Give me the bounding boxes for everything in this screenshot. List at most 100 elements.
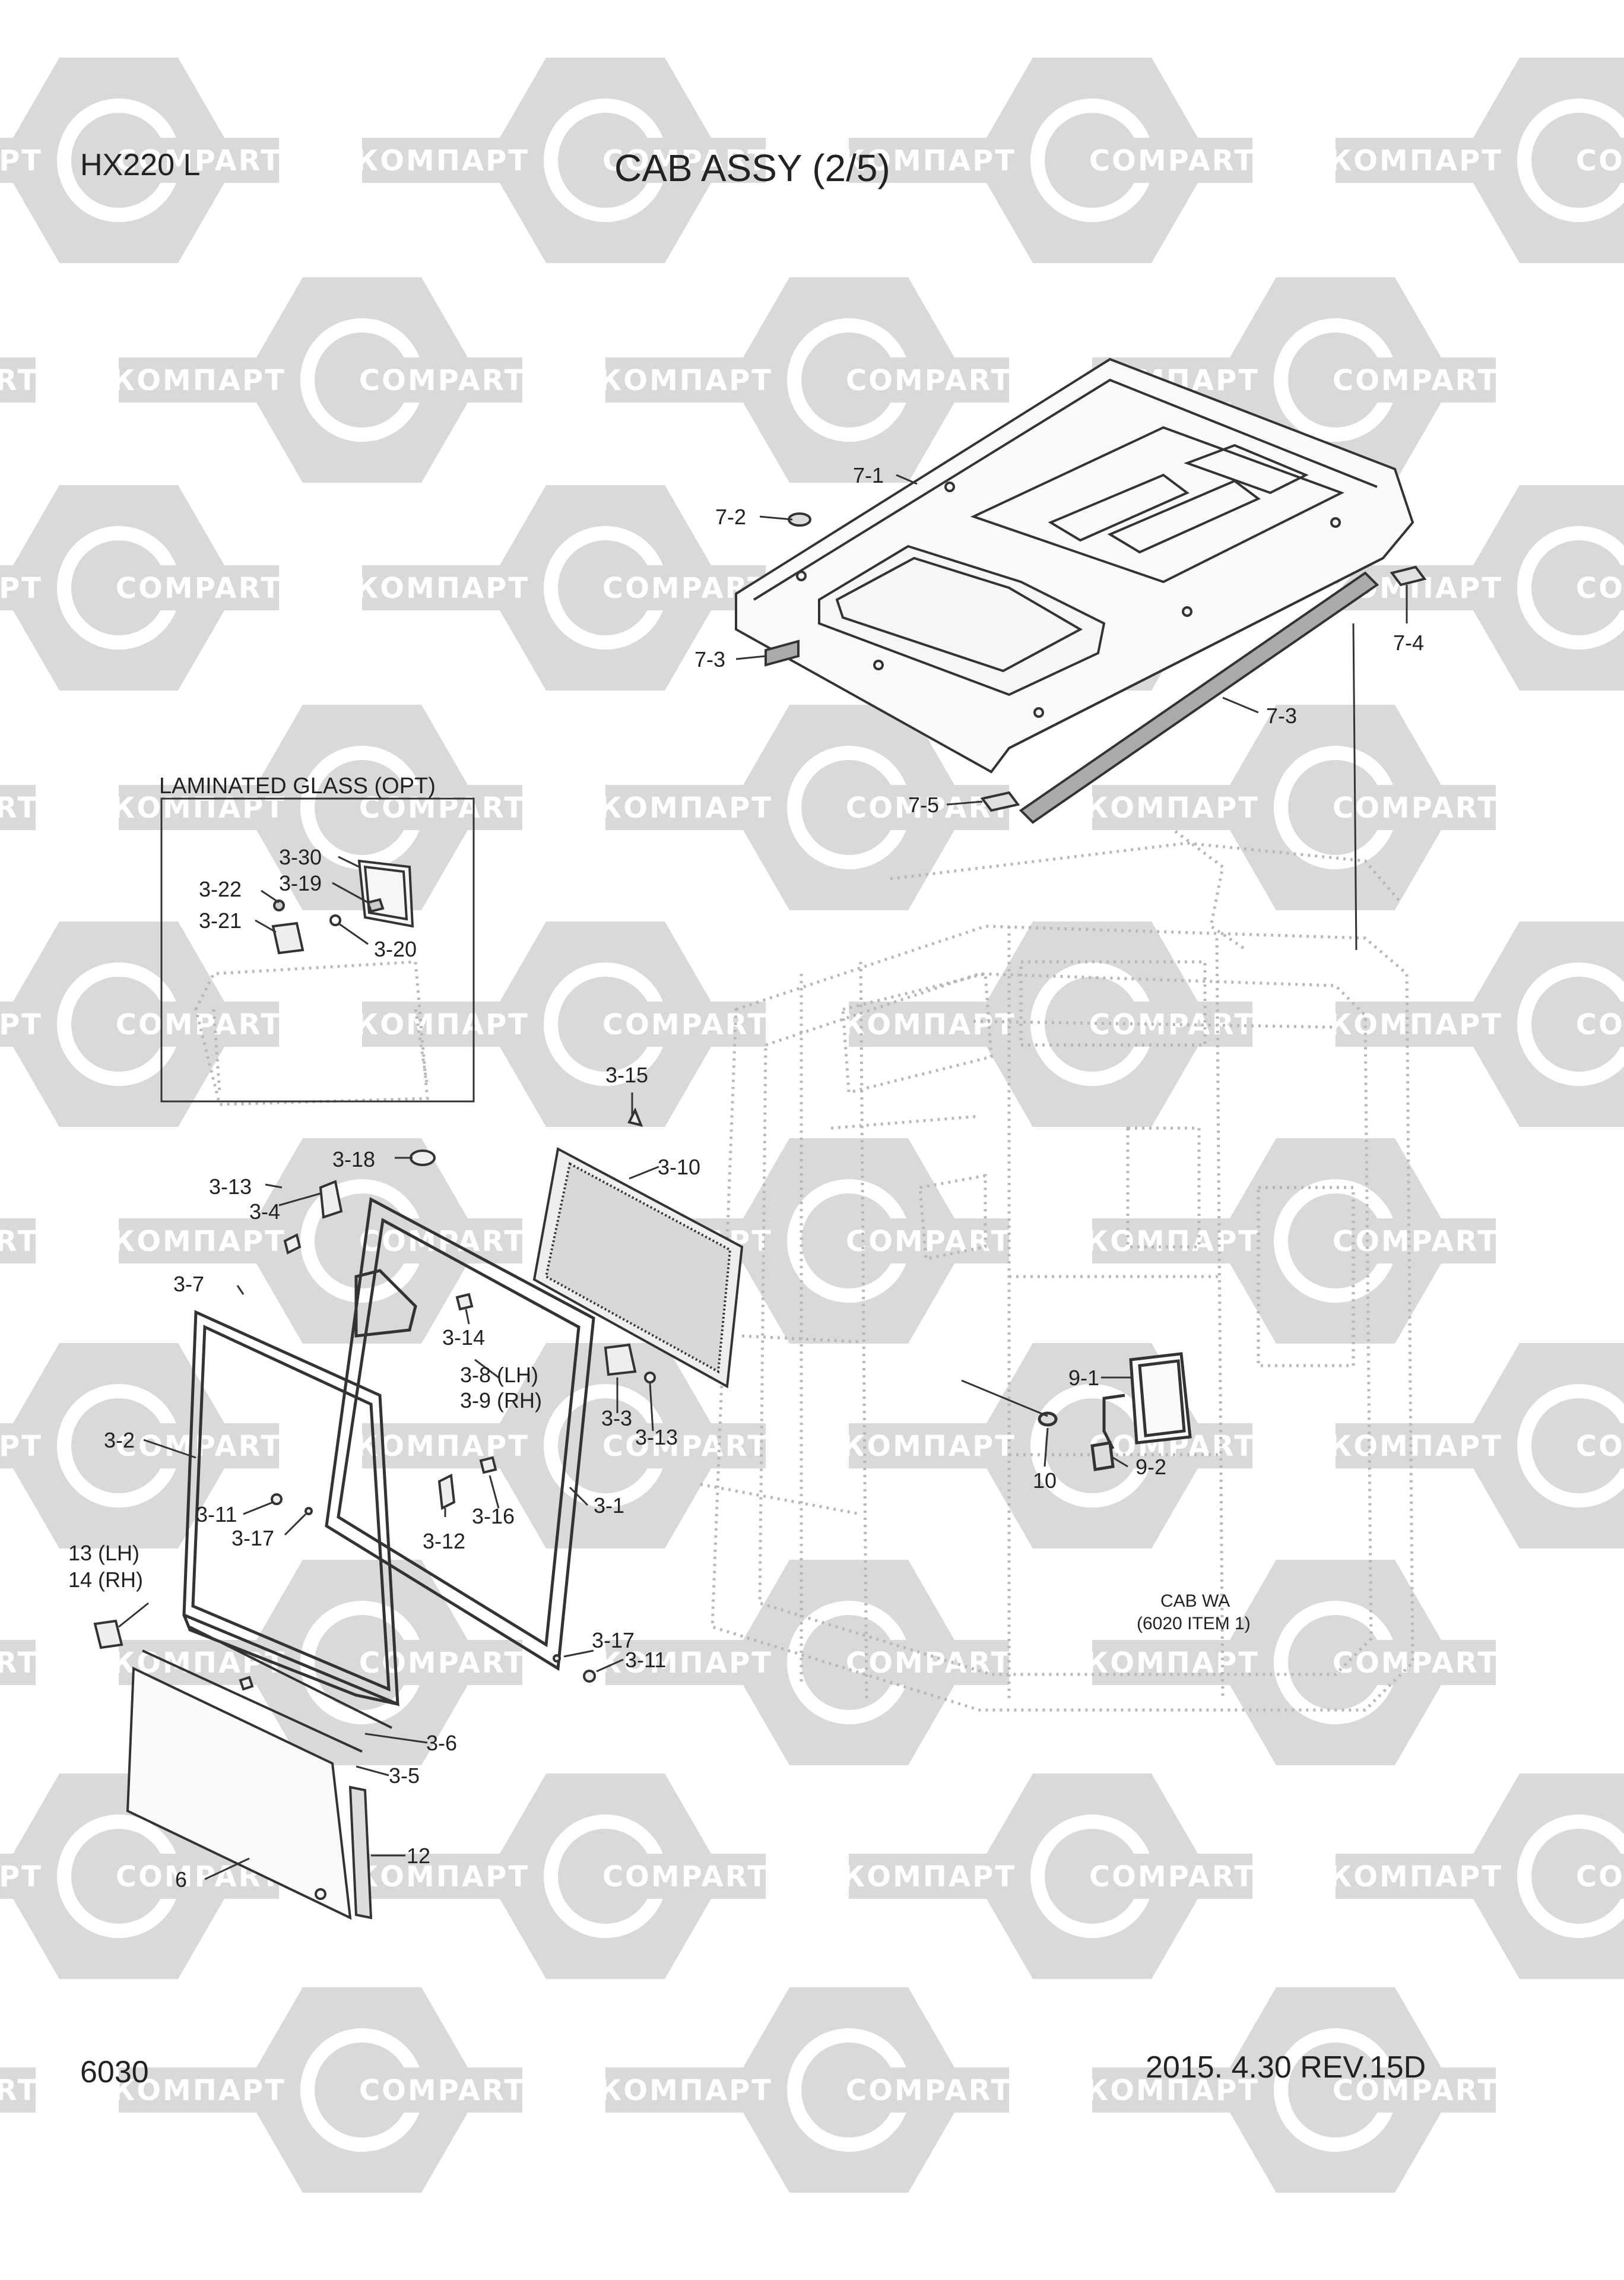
watermark-text-cyrillic: КОМПАРТ xyxy=(0,144,43,178)
watermark-text-latin: COMPART xyxy=(359,364,525,397)
callout-3-22: 3-22 xyxy=(199,877,242,901)
watermark-text-latin: COMPART xyxy=(0,364,39,397)
watermark-text-cyrillic: КОМПАРТ xyxy=(598,2074,773,2107)
callout-3-10: 3-10 xyxy=(658,1155,701,1179)
watermark-text-latin: COMPART xyxy=(0,1225,39,1258)
inset-box xyxy=(160,797,475,1103)
watermark-text-latin: COMPART xyxy=(1333,1646,1499,1680)
callout-3-17-lower: 3-17 xyxy=(592,1628,635,1652)
callout-3-7: 3-7 xyxy=(173,1272,205,1296)
watermark-text-latin: COMPART xyxy=(846,364,1012,397)
watermark-text-cyrillic: КОМПАРТ xyxy=(355,1008,529,1041)
callout-3-13-lower: 3-13 xyxy=(635,1425,678,1449)
watermark-text-latin: COMPART xyxy=(846,1646,1012,1680)
watermark-text-latin: COMPART xyxy=(0,1646,39,1680)
hardware-parts xyxy=(93,1107,656,1691)
watermark-text-cyrillic: КОМПАРТ xyxy=(355,144,529,178)
cab-frame-phantom xyxy=(194,830,1414,1712)
watermark-text-latin: COMPART xyxy=(0,791,39,825)
watermark-text-latin: COMPART xyxy=(1089,1860,1255,1893)
watermark-logo: КОМПАРТ COMPART xyxy=(1085,1138,1499,1344)
watermark-text-latin: COMPART xyxy=(602,1860,769,1893)
watermark-logo: КОМПАРТ COMPART xyxy=(598,705,1012,910)
callout-3-19: 3-19 xyxy=(279,871,322,895)
callout-3-20: 3-20 xyxy=(374,937,417,961)
watermark-logo: КОМПАРТ COMPART xyxy=(0,485,282,691)
watermark-text-latin: COMPART xyxy=(1333,1225,1499,1258)
watermark-text-cyrillic: КОМПАРТ xyxy=(355,572,529,605)
inset-title: LAMINATED GLASS (OPT) xyxy=(159,774,436,799)
watermark-logo: КОМПАРТ COMPART xyxy=(0,922,282,1127)
watermark-logo: КОМПАРТ COMPART xyxy=(355,58,769,263)
watermark-text-cyrillic: КОМПАРТ xyxy=(0,572,43,605)
watermark-text-cyrillic: КОМПАРТ xyxy=(1085,791,1260,825)
watermark-logo: КОМПАРТ COMPART xyxy=(355,922,769,1127)
watermark-text-latin: COMPART xyxy=(1576,572,1624,605)
watermark-text-cyrillic: КОМПАРТ xyxy=(842,144,1016,178)
callout-7-1: 7-1 xyxy=(853,463,884,487)
watermark-text-cyrillic: КОМПАРТ xyxy=(0,1860,43,1893)
watermark-text-latin: COMPART xyxy=(846,1225,1012,1258)
watermark-text-latin: COMPART xyxy=(116,572,282,605)
watermark-text-latin: COMPART xyxy=(1089,144,1255,178)
watermark-logo: КОМПАРТ COMPART xyxy=(0,58,282,263)
watermark-text-cyrillic: КОМПАРТ xyxy=(112,791,286,825)
watermark-text-latin: COMPART xyxy=(0,2074,39,2107)
watermark-text-latin: COMPART xyxy=(116,1008,282,1041)
watermark-layer: КОМПАРТ COMPART КОМПАРТ COMPART КОМПАРТ COMPA… xyxy=(0,58,1624,2193)
callout-13-lh: 13 (LH) xyxy=(68,1541,140,1565)
watermark-text-cyrillic: КОМПАРТ xyxy=(598,791,773,825)
page-title: CAB ASSY (2/5) xyxy=(614,147,890,189)
watermark-text-cyrillic: КОМПАРТ xyxy=(0,1008,43,1041)
callout-7-2: 7-2 xyxy=(715,505,747,529)
watermark-text-cyrillic: КОМПАРТ xyxy=(1328,144,1503,178)
callout-3-12: 3-12 xyxy=(423,1529,466,1553)
watermark-text-cyrillic: КОМПАРТ xyxy=(1085,1225,1260,1258)
watermark-text-cyrillic: КОМПАРТ xyxy=(112,2074,286,2107)
callout-3-11-upper: 3-11 xyxy=(196,1502,237,1527)
mirror-assembly xyxy=(1038,1352,1192,1471)
watermark-text-latin: COMPART xyxy=(846,791,1012,825)
callout-3-30: 3-30 xyxy=(279,845,322,869)
watermark-text-latin: COMPART xyxy=(359,2074,525,2107)
watermark-text-latin: COMPART xyxy=(1576,1860,1624,1893)
callout-3-5: 3-5 xyxy=(389,1763,420,1788)
watermark-text-cyrillic: КОМПАРТ xyxy=(598,1646,773,1680)
watermark-text-latin: COMPART xyxy=(1576,1430,1624,1463)
callout-7-5: 7-5 xyxy=(908,793,940,817)
callout-3-21: 3-21 xyxy=(199,908,242,933)
watermark-logo: КОМПАРТ COMPART xyxy=(842,58,1255,263)
callout-3-14: 3-14 xyxy=(442,1325,486,1350)
callout-6: 6 xyxy=(175,1867,188,1892)
watermark-text-cyrillic: КОМПАРТ xyxy=(0,1430,43,1463)
callout-7-3-right: 7-3 xyxy=(1266,704,1298,728)
watermark-text-cyrillic: КОМПАРТ xyxy=(112,364,286,397)
side-glass xyxy=(182,1310,399,1706)
callout-3-17-upper: 3-17 xyxy=(231,1526,275,1550)
watermark-text-latin: COMPART xyxy=(602,1008,769,1041)
callout-3-9-rh: 3-9 (RH) xyxy=(460,1388,543,1413)
callout-14-rh: 14 (RH) xyxy=(68,1568,144,1592)
window-frame xyxy=(325,1197,595,1671)
watermark-text-latin: COMPART xyxy=(602,144,769,178)
watermark-text-latin: COMPART xyxy=(116,144,282,178)
watermark-logo: КОМПАРТ COMPART xyxy=(112,1987,525,2193)
callout-3-4: 3-4 xyxy=(249,1199,281,1224)
callout-12: 12 xyxy=(407,1844,431,1868)
callout-3-6: 3-6 xyxy=(426,1731,458,1755)
callout-9-2: 9-2 xyxy=(1135,1455,1167,1479)
